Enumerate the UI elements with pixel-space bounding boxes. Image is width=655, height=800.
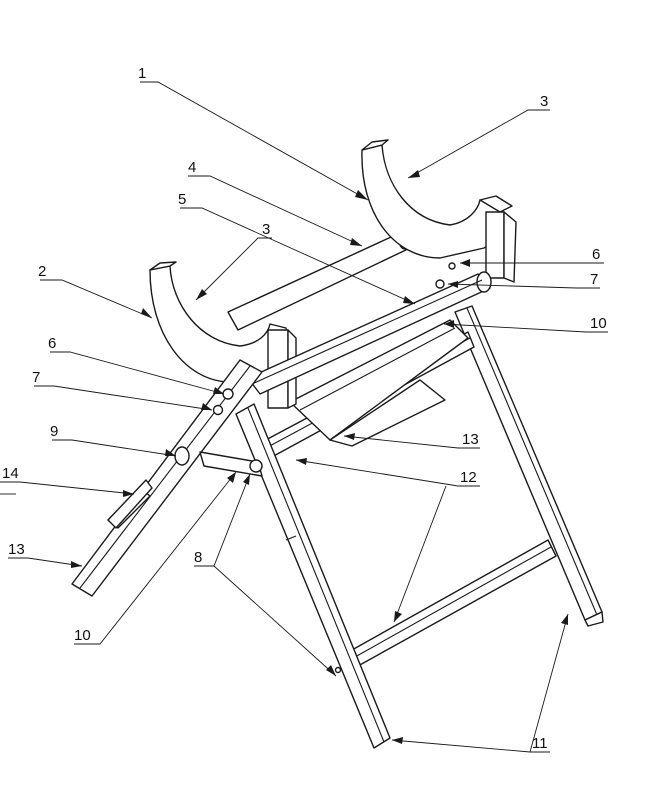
callout-13-left: 13 [8,541,25,558]
callout-4: 4 [188,159,196,176]
right-rear-leg [454,305,604,627]
callout-10-left: 10 [74,627,91,644]
callout-7-left: 7 [32,369,40,386]
callout-3-right: 3 [540,93,548,110]
callout-1: 1 [138,65,146,82]
back-support-rod [227,230,412,331]
callout-5: 5 [178,191,186,208]
rear-inner-frame [289,319,469,447]
side-plate [107,479,153,529]
assembly-drawing [71,139,604,749]
right-saddle [361,139,517,283]
callout-10-right: 10 [590,315,607,332]
left-front-leg [235,403,391,749]
leader-lines [0,81,608,753]
callout-13-right: 13 [462,431,479,448]
callout-14: 14 [2,465,19,482]
callout-labels: 1 2 3 3 4 5 6 6 7 7 8 9 10 10 11 12 13 1… [2,65,607,752]
front-top-rail [247,271,492,395]
callout-7-right: 7 [590,271,598,288]
callout-3-left: 3 [262,221,270,238]
callout-2: 2 [38,263,46,280]
folding-strut [71,359,263,597]
pins [174,262,456,473]
callout-12: 12 [460,469,477,486]
callout-6-right: 6 [592,246,600,263]
callout-9: 9 [50,423,58,440]
callout-6-left: 6 [48,335,56,352]
lower-rung [351,539,557,667]
callout-8: 8 [194,549,202,566]
callout-11: 11 [532,735,548,752]
